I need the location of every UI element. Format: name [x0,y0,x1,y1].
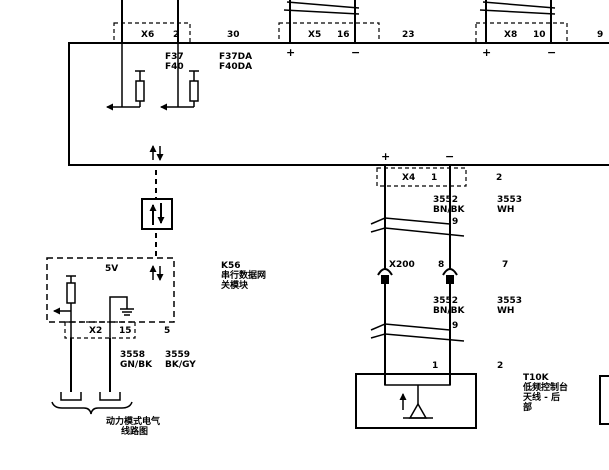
internal-wires [106,43,195,111]
k56-terminal-brackets [51,392,133,415]
connector-x200-pin-7: 7 [502,260,508,270]
wire-3553-circuit-upper: 3553 [497,195,522,205]
connector-x5-pin-23: 23 [402,30,415,40]
connector-x4-label: X4 [402,173,415,183]
k56-name-line1: 串行数据网 [221,269,266,281]
reference-line2: 线路图 [121,425,148,437]
lower-twist-length: 9 [452,321,458,331]
wire-3552-color-lower: BN/BK [433,306,466,316]
connector-x5-label: X5 [308,30,321,40]
top-twists [283,1,556,15]
t10k-name-line2: 天线 - 后 [523,391,560,403]
connector-x200-label: X200 [389,260,415,270]
t10k-name-line3: 部 [523,401,532,413]
k56-code: K56 [221,261,241,271]
wire-3559-color: BK/GY [165,360,196,370]
k56-serial-arrows-icon [149,265,164,281]
wire-3553-circuit-lower: 3553 [497,296,522,306]
connector-x2-pin-5: 5 [164,326,170,336]
connector-x4-pin-1: 1 [431,173,437,183]
connector-x8-label: X8 [504,30,517,40]
fuse-label-f40da: F40DA [219,62,252,72]
polarity-plus-1: + [286,46,295,59]
polarity-plus-2: + [482,46,491,59]
x200-inline-connector [377,268,458,284]
connector-x6-label: X6 [141,30,154,40]
serial-data-arrows-icon [149,145,164,161]
connector-x4-pin-2: 2 [496,173,502,183]
connector-x200-pin-8: 8 [438,260,444,270]
wire-3558-color: GN/BK [120,360,153,370]
connector-x6-pin-2: 2 [173,30,179,40]
reference-line1: 动力模式电气 [106,415,160,427]
t10k-code: T10K [523,373,550,383]
t10k-name-line1: 低频控制台 [522,381,568,393]
wire-3558-circuit: 3558 [120,350,145,360]
k56-name-line2: 关模块 [221,279,249,291]
main-module-box [68,42,609,166]
wire-3552-circuit-lower: 3552 [433,296,458,306]
polarity-minus-1: − [351,46,360,59]
adjacent-module-edge [599,375,609,425]
fuse-label-f37da: F37DA [219,52,252,62]
fuse-label-f40: F40 [165,62,184,72]
wire-3553-color-upper: WH [497,205,514,215]
connector-x4-box [376,167,467,187]
connector-x8-pin-10: 10 [533,30,546,40]
serial-data-block-icon [141,198,173,230]
connector-x6-pin-30: 30 [227,30,240,40]
wire-twist-marks [370,217,465,342]
t10k-module-box [355,373,477,429]
connector-x5-pin-16: 16 [337,30,350,40]
connector-x2-label: X2 [89,326,102,336]
fuse-label-f37: F37 [165,52,184,62]
polarity-minus-2: − [547,46,556,59]
polarity-plus-3: + [381,150,390,163]
k56-output-wires [70,338,111,392]
k56-voltage-label: 5V [105,264,118,274]
wire-3552-color-upper: BN/BK [433,205,466,215]
wire-3552-circuit-upper: 3552 [433,195,458,205]
connector-x2-pin-15: 15 [119,326,132,336]
polarity-minus-3: − [445,150,454,163]
connector-x2-box [64,321,136,339]
upper-twist-length: 9 [452,217,458,227]
t10k-pin-1: 1 [432,361,438,371]
connector-x8-pin-9: 9 [597,30,603,40]
antenna-symbol-icon [384,374,451,419]
wire-3559-circuit: 3559 [165,350,190,360]
wire-3553-color-lower: WH [497,306,514,316]
t10k-pin-2: 2 [497,361,503,371]
pullup-resistors [135,70,199,102]
